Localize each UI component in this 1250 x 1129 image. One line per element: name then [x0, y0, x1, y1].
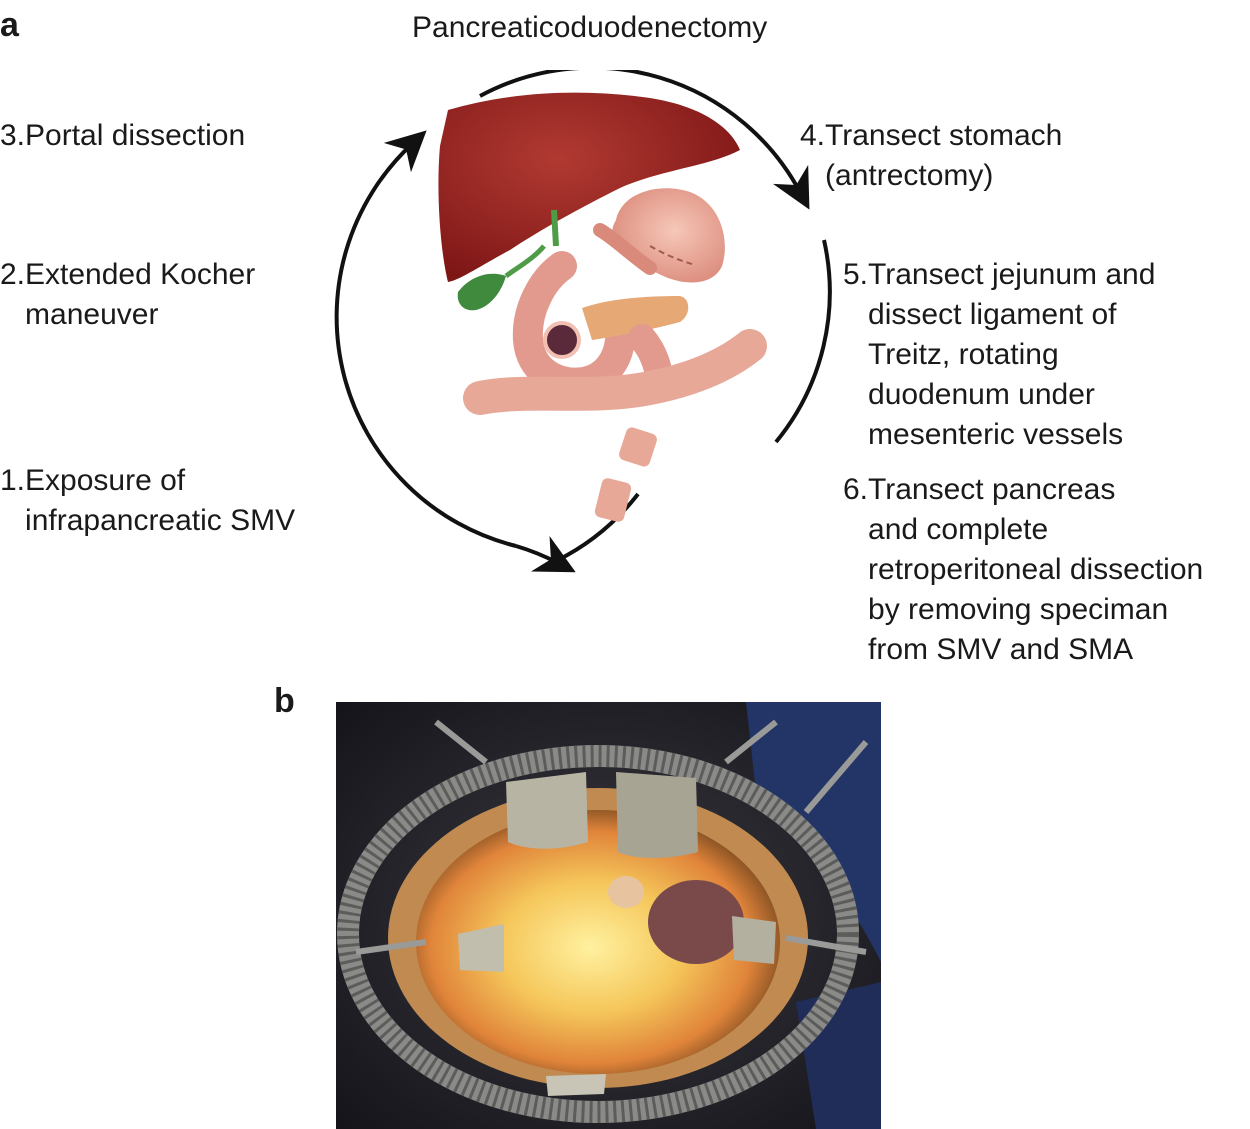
step-6-transect-pancreas: 6. Transect pancreas and complete retrop… [843, 470, 1203, 670]
retractor-blade [616, 772, 698, 858]
step-number: 5. [843, 258, 869, 291]
retractor-blade [506, 772, 588, 849]
diagram-title: Pancreaticoduodenectomy [412, 11, 768, 44]
bowel-segment [619, 427, 657, 467]
arrow-bottom-head [515, 536, 576, 573]
step-number: 3. [0, 119, 26, 152]
hepatic-duct [551, 209, 559, 247]
gallbladder [457, 273, 506, 311]
step-text: Extended Kocher maneuver [25, 258, 256, 331]
bowel-segment [594, 478, 632, 522]
retractor-blade [546, 1074, 606, 1096]
operative-field-illustration [336, 702, 881, 1129]
step-4-transect-stomach: 4. Transect stomach (antrectomy) [800, 116, 1062, 196]
step-1-smv-exposure: 1. Exposure of infrapancreatic SMV [0, 461, 295, 541]
stomach-antrum [593, 223, 657, 275]
liver-segment [648, 880, 744, 964]
transverse-colon [463, 329, 767, 415]
liver [438, 92, 740, 282]
retractor-blade [458, 924, 504, 972]
operative-photo [336, 702, 881, 1129]
duodenum [512, 251, 635, 398]
step-number: 6. [843, 473, 869, 506]
arrow-right [774, 239, 832, 444]
step-text: Transect jejunum and dissect ligament of… [868, 258, 1156, 451]
step-number: 2. [0, 258, 26, 291]
step-number: 4. [800, 119, 826, 152]
step-text: Portal dissection [25, 119, 246, 152]
step-number: 1. [0, 464, 26, 497]
arrow-top [479, 70, 810, 210]
anatomy-cycle-diagram [334, 70, 832, 573]
step-5-transect-jejunum: 5. Transect jejunum and dissect ligament… [843, 255, 1155, 455]
transection-line [649, 245, 693, 265]
step-text: Transect pancreas and complete retroperi… [868, 473, 1204, 666]
stomach [612, 188, 725, 283]
pancreas [582, 296, 689, 340]
panel-label-a: a [0, 6, 19, 44]
pancreatic-tumor [543, 321, 581, 359]
step-2-kocher-maneuver: 2. Extended Kocher maneuver [0, 255, 255, 335]
step-text: Exposure of infrapancreatic SMV [25, 464, 296, 537]
retractor-blade [732, 916, 776, 964]
step-3-portal-dissection: 3. Portal dissection [0, 116, 245, 156]
panel-label-b: b [274, 682, 295, 720]
bile-duct [504, 244, 546, 279]
arrow-left [334, 130, 517, 548]
step-text: Transect stomach (antrectomy) [825, 119, 1063, 192]
